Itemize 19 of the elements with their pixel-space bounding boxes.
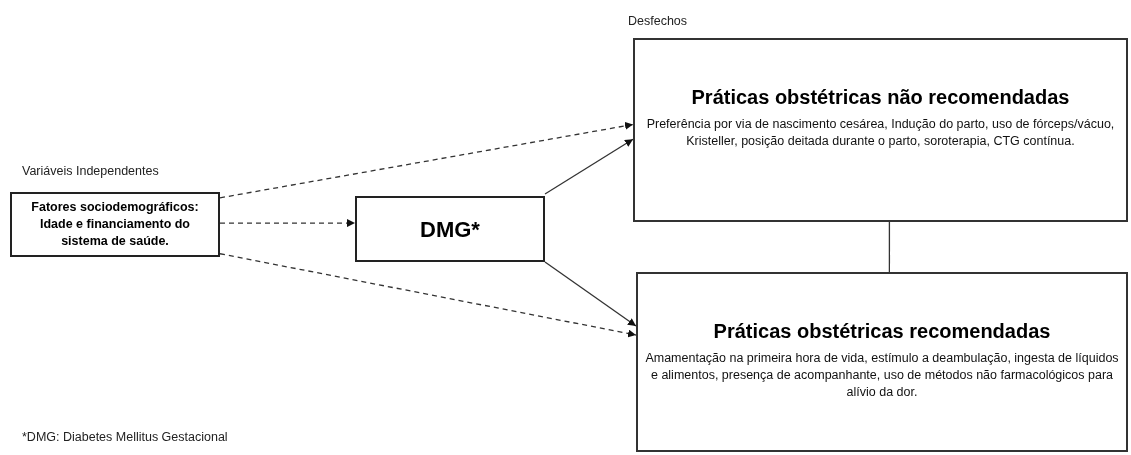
dashed-arrow xyxy=(219,253,637,338)
arrow xyxy=(544,138,634,195)
dashed-arrow xyxy=(219,121,634,199)
box-text: Preferência por via de nascimento cesárea, Indução do parto, uso de fórceps/vácuo, Kristeller, posição deitada durante o parto, soroterapia, CTG contínua. xyxy=(645,116,1116,150)
connector-line xyxy=(888,221,891,273)
box-title: Práticas obstétricas recomendadas xyxy=(713,319,1051,344)
outcome-box xyxy=(636,272,1128,452)
section-label: Desfechos xyxy=(628,13,689,30)
box-title: Práticas obstétricas não recomendadas xyxy=(691,85,1070,110)
footnote: *DMG: Diabetes Mellitus Gestacional xyxy=(22,429,229,446)
dmg-box xyxy=(355,196,545,262)
box-text: Fatores sociodemográficos: Idade e financiamento do sistema de saúde. xyxy=(30,199,200,250)
box-text: Amamentação na primeira hora de vida, estímulo a deambulação, ingesta de líquidos e alimentos, presença de acompanhante, uso de métodos não farmacológicos para alívio da dor. xyxy=(644,350,1120,401)
dashed-arrow xyxy=(219,219,356,228)
outcome-box xyxy=(633,38,1128,222)
arrow xyxy=(544,261,637,327)
section-label: Variáveis Independentes xyxy=(22,163,160,180)
box-title: DMG* xyxy=(420,215,480,244)
factor-box xyxy=(10,192,220,257)
